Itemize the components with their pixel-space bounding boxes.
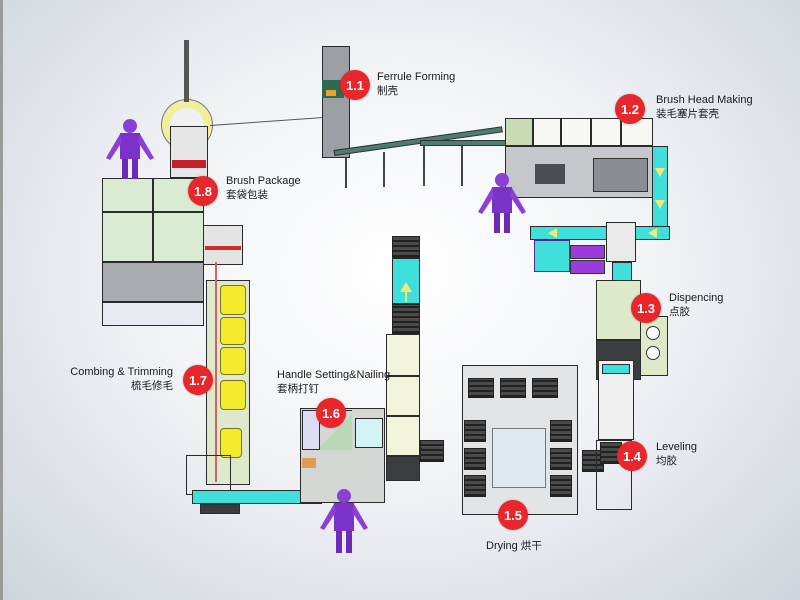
station-badge-1-3: 1.3 [631,293,661,323]
station-label-1-7: Combing & Trimming 梳毛修毛 [70,366,173,392]
station-label-1-5: Drying 烘干 [486,540,542,552]
cylinder [220,347,246,375]
station-badge-1-5: 1.5 [498,500,528,530]
ferrule-machine [322,46,350,158]
operator-figure [320,489,368,553]
packaging-machine [102,178,204,326]
cylinder [220,317,246,345]
station-badge-1-8: 1.8 [188,176,218,206]
station-label-1-8: Brush Package 套袋包装 [226,175,301,201]
bag-rod [184,40,189,102]
cylinder [220,285,246,315]
cylinder [220,380,246,410]
glue-dial [646,346,660,360]
station-label-1-3: Dispencing 点胶 [669,292,724,318]
glue-dial [646,326,660,340]
tray-stack [392,236,420,258]
station-label-1-2: Brush Head Making 装毛塞片套壳 [656,94,753,120]
cylinder [220,428,242,458]
station-badge-1-4: 1.4 [617,441,647,471]
operator-figure [106,119,154,179]
station-badge-1-2: 1.2 [615,94,645,124]
conveyor-right [652,146,668,236]
station-badge-1-1: 1.1 [340,70,370,100]
station-label-1-4: Leveling 均胶 [656,441,697,467]
brush-head-machine [505,118,653,198]
operator-figure [478,173,526,233]
combing-frame-top [203,225,243,265]
vertical-conveyor [392,258,420,304]
station-badge-1-7: 1.7 [183,365,213,395]
station-label-1-1: Ferrule Forming 制壳 [377,71,456,97]
station-badge-1-6: 1.6 [316,398,346,428]
station-label-1-6: Handle Setting&Nailing 套柄打钉 [277,369,391,395]
combing-base [186,455,231,495]
bag-feeder [170,126,208,178]
